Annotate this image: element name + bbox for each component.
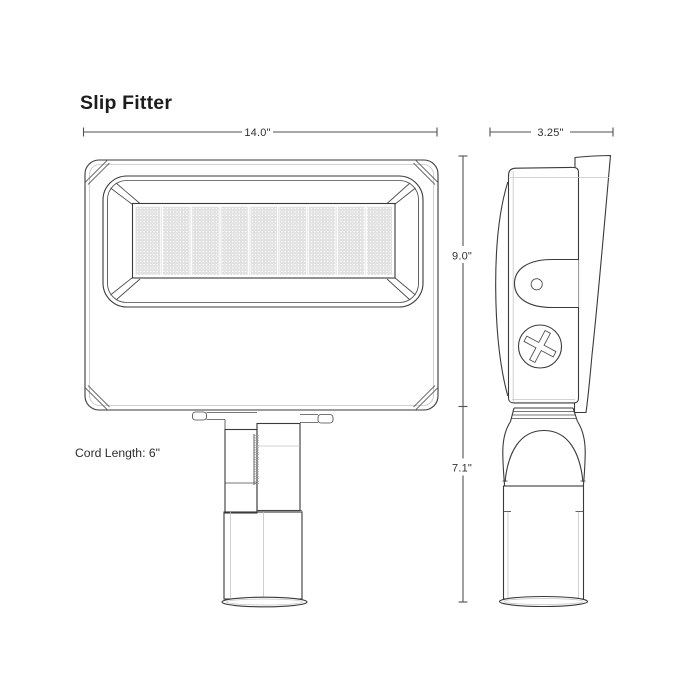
dim-mount-height-label: 7.1" [452, 463, 472, 475]
knuckle-serration [254, 434, 259, 485]
dimension-side-width: 3.25" [489, 123, 614, 140]
front-lens-bezel [102, 175, 424, 308]
side-rear-fin [573, 154, 612, 414]
dimension-front-width: 14.0" [82, 123, 438, 140]
dim-side-width-label: 3.25" [537, 127, 563, 139]
side-lens-bulge [495, 181, 509, 397]
side-pole [498, 485, 589, 608]
knob-cross [523, 329, 557, 364]
side-base-flange [498, 595, 589, 608]
mount-flange [192, 411, 334, 430]
side-adjustment-knob [517, 324, 563, 369]
dim-label-mask [446, 246, 479, 263]
front-housing-outline [84, 159, 439, 411]
dim-label-mask [242, 123, 273, 140]
dimension-body-height: 9.0" [446, 155, 479, 408]
side-dome-knuckle [502, 421, 586, 487]
side-mount [498, 407, 589, 608]
front-reflector-facets [110, 182, 416, 301]
dim-label-mask [531, 123, 570, 140]
page-title: Slip Fitter [80, 92, 172, 114]
front-view [84, 159, 439, 608]
dimension-mount-height: 7.1" [448, 406, 477, 603]
mount-pole [221, 510, 308, 608]
side-mount-arm [513, 258, 579, 309]
cord-length-note: Cord Length: 6" [75, 446, 160, 460]
mount-knuckle [224, 422, 301, 514]
dim-body-height-label: 9.0" [452, 251, 472, 263]
front-mount [192, 411, 334, 608]
dim-label-mask [448, 458, 477, 476]
dim-front-width-label: 14.0" [244, 127, 270, 139]
led-column-separators [160, 206, 368, 275]
arm-pivot-hole [530, 278, 543, 291]
led-grid-texture [135, 206, 392, 275]
side-view [495, 154, 612, 608]
led-panel [131, 202, 396, 279]
side-collar [509, 407, 579, 422]
